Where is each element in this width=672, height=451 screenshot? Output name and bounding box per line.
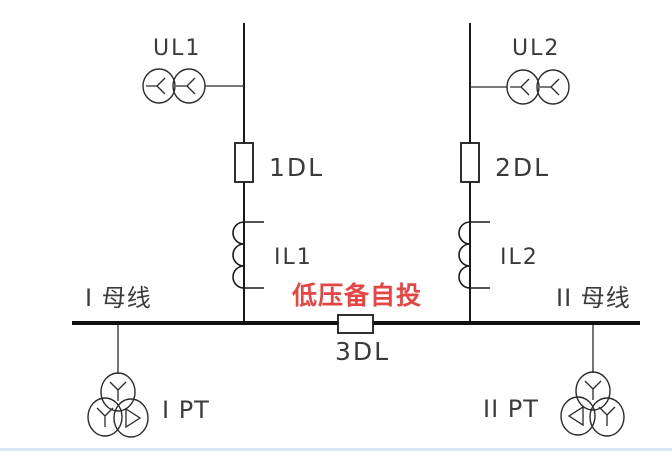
ul2-circle-right [536,69,570,105]
pt1-circle-bottom-right [113,398,149,438]
voltage-transformer-ul2-icon [470,69,570,105]
pt1-label: I PT [162,396,210,424]
wye-mark-icon [109,381,127,401]
feeder-1-source-label: UL1 [153,36,201,61]
pt2-circle-bottom-right [589,397,625,437]
feeder-1-breaker-label: 1DL [269,153,324,182]
bus-1-label: I 母线 [85,284,152,312]
wye-mark-icon [598,406,616,426]
wye-mark-icon [540,78,560,96]
voltage-transformer-ul1-icon [142,68,244,104]
ul1-circle-left [142,68,176,104]
il1-coil-arcs [232,221,245,289]
feeder-1: UL1 1DL IL1 I 母线 I [85,23,324,438]
pt2-circle-top [575,371,611,411]
ul2-circle-left [506,69,540,105]
feeder-1-ct-label: IL1 [274,245,313,270]
circuit-breaker-2dl-icon [460,142,480,183]
pt2-circle-bottom-left [560,396,596,436]
feeder-2-breaker-label: 2DL [495,153,550,182]
wye-mark-icon [146,77,166,95]
potential-transformer-1-icon [87,325,149,438]
scheme-title-label: 低压备自投 [291,281,422,310]
pt2-label: II PT [483,395,539,423]
circuit-breaker-1dl-icon [234,142,254,183]
ul1-circle-right [172,68,206,104]
bottom-edge-line [0,448,672,451]
wye-mark-icon [510,78,530,96]
tie-breaker-label: 3DL [335,337,390,366]
wye-mark-icon [584,380,602,400]
wye-mark-icon [96,407,114,427]
tie-breaker-3dl-icon [337,314,374,334]
il2-coil-arcs [458,221,471,289]
pt1-circle-bottom-left [87,397,123,437]
wye-mark-icon [176,77,196,95]
pt1-circle-top [100,372,136,412]
feeder-2-source-label: UL2 [512,36,560,61]
current-transformer-il2-icon [458,221,490,289]
potential-transformer-2-icon [560,325,625,437]
feeder-2-ct-label: IL2 [500,245,539,270]
delta-mark-icon [567,405,584,427]
delta-mark-icon [125,407,142,429]
bus-2-label: II 母线 [556,284,631,312]
current-transformer-il1-icon [232,221,264,289]
busbar-section: 3DL 低压备自投 [72,281,640,366]
feeder-2: UL2 2DL IL2 II 母线 I [458,23,631,437]
